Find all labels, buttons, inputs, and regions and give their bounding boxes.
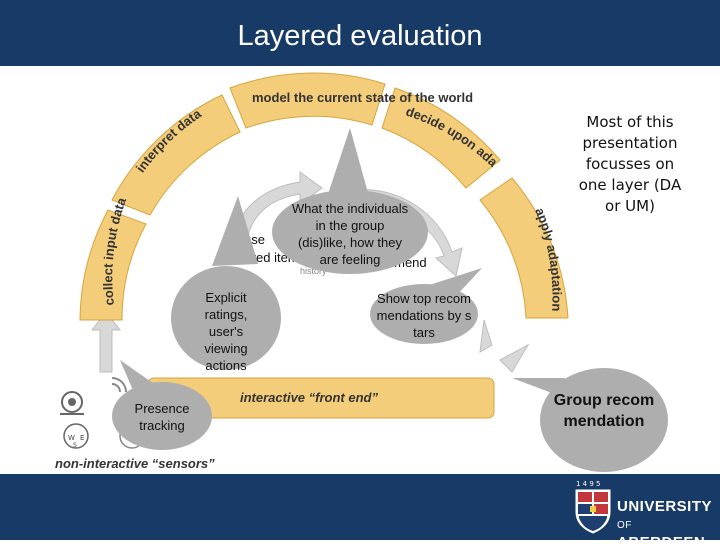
label-model-world-text: model the current state of the world (252, 90, 473, 105)
university-crest-icon: 1 4 9 5 (575, 480, 611, 534)
fragment-history: history (300, 266, 327, 276)
university-aberdeen: ABERDEEN (617, 534, 706, 551)
label-model-world: model the current state of the world (252, 90, 473, 105)
signal-icon (111, 377, 127, 393)
compass-icon (63, 423, 89, 449)
callout-presence-text: Presence tracking (134, 401, 190, 433)
side-note: Most of this presentation focusses on on… (578, 113, 682, 215)
callout-explicit-ratings (171, 196, 281, 370)
stage-model-world (229, 72, 386, 129)
callout-explicit-ratings-bubble (171, 266, 281, 370)
callout-group-recommendation-text: Group recommendation (553, 392, 655, 430)
callout-show-top-text: Show top recommendations by stars (376, 291, 472, 340)
slide-title: Layered evaluation (237, 20, 483, 52)
stage-decide-adaptation (381, 87, 501, 189)
callout-show-top (370, 268, 482, 344)
title-bar (0, 0, 720, 66)
callout-group-feeling-text: What the individuals in the group (dis)l… (291, 201, 409, 267)
callout-show-top-bubble (370, 284, 478, 344)
callout-group-recommendation-bubble (540, 368, 668, 472)
svg-text:E: E (80, 434, 84, 442)
university-name: UNIVERSITY OF ABERDEEN (617, 498, 720, 551)
callout-group-feeling-bubble (272, 190, 428, 274)
university-line2: OF ABERDEEN (617, 515, 720, 551)
crest-year: 1 4 9 5 (576, 480, 601, 488)
stage-interpret-data (111, 94, 241, 216)
front-end-label: interactive “front end” (240, 390, 378, 405)
sensors-label: non-interactive “sensors” (55, 456, 215, 471)
stage-collect-input-data (79, 209, 147, 321)
callout-group-recommendation (512, 368, 668, 472)
layered-evaluation-diagram: collect input data interpret data model … (0, 66, 668, 472)
callout-presence (112, 360, 212, 450)
callout-explicit-ratings-text: Explicit ratings, user's viewing actions (204, 290, 248, 373)
callout-group-feeling (272, 128, 428, 274)
university-of: OF (617, 520, 632, 531)
adaptation-wheel (79, 72, 569, 321)
svg-text:S: S (73, 442, 77, 449)
svg-text:W: W (68, 434, 75, 442)
callout-presence-bubble (112, 382, 212, 450)
stage-apply-adaptation (479, 177, 569, 319)
university-line1: UNIVERSITY (617, 498, 713, 515)
